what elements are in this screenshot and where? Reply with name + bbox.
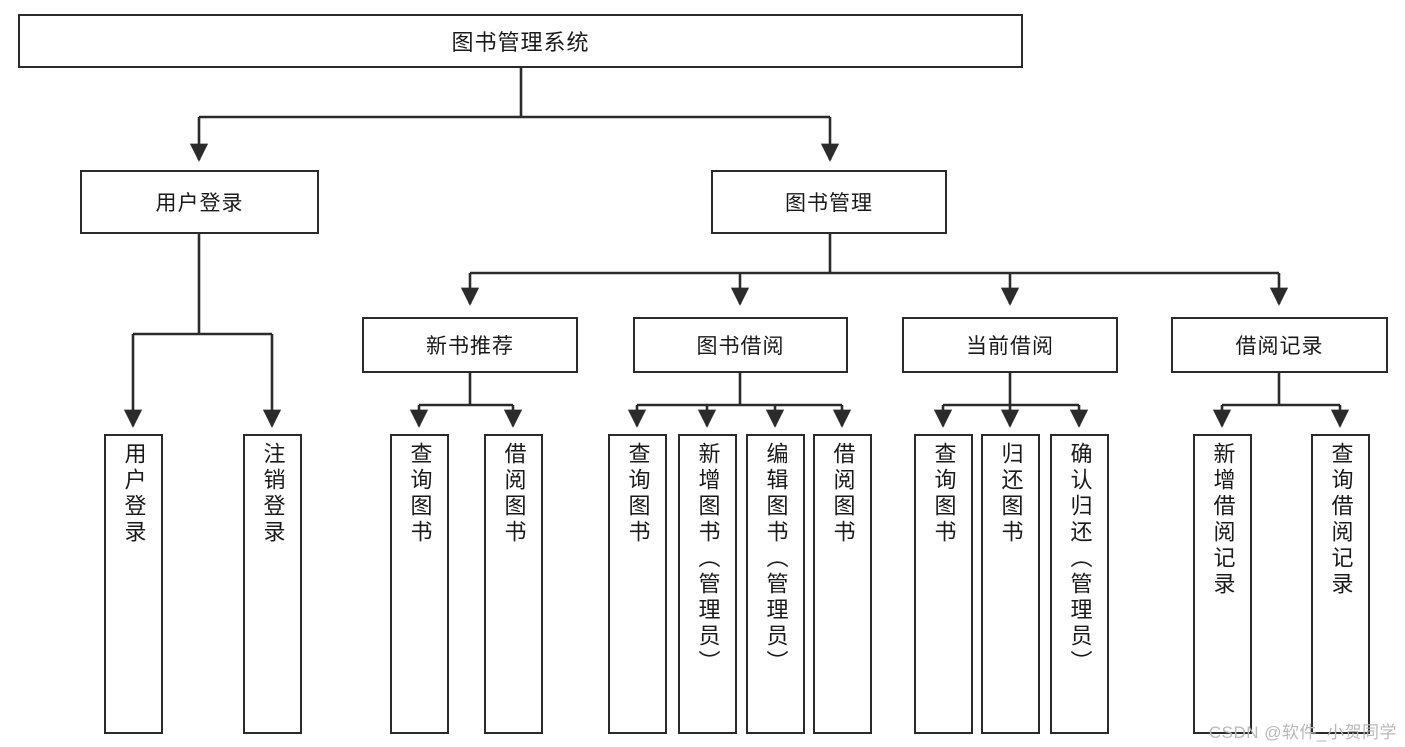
leaf-edit-book[interactable]: 编辑图书（管理员）	[746, 434, 805, 734]
node-new-book-recommend[interactable]: 新书推荐	[362, 317, 578, 373]
node-borrow-record[interactable]: 借阅记录	[1171, 317, 1388, 373]
leaf-query-book-borrow[interactable]: 查询图书	[608, 434, 667, 734]
node-label: 当前借阅	[966, 335, 1054, 358]
node-label: 新增借阅记录	[1210, 442, 1236, 598]
node-label: 查询借阅记录	[1328, 442, 1354, 598]
node-label: 图书借阅	[696, 335, 785, 358]
node-label: 查询图书	[407, 442, 433, 546]
node-book-management[interactable]: 图书管理	[711, 170, 947, 234]
leaf-query-borrow-record[interactable]: 查询借阅记录	[1311, 434, 1370, 734]
node-label: 用户登录	[155, 192, 244, 215]
node-label: 图书管理系统	[451, 30, 590, 55]
watermark-text: CSDN @软件_小贺同学	[1208, 723, 1397, 742]
leaf-add-borrow-record[interactable]: 新增借阅记录	[1193, 434, 1252, 734]
node-label: 查询图书	[625, 442, 651, 546]
node-label: 查询图书	[931, 442, 957, 546]
leaf-query-book-recommend[interactable]: 查询图书	[390, 434, 449, 734]
node-label: 用户登录	[121, 442, 147, 546]
leaf-user-login[interactable]: 用户登录	[104, 434, 163, 734]
leaf-query-book-current[interactable]: 查询图书	[914, 434, 973, 734]
node-label: 确认归还（管理员）	[1067, 442, 1093, 676]
node-book-borrow[interactable]: 图书借阅	[633, 317, 848, 373]
node-label: 借阅记录	[1235, 335, 1324, 358]
node-label: 编辑图书（管理员）	[763, 442, 789, 676]
leaf-add-book[interactable]: 新增图书（管理员）	[678, 434, 737, 734]
leaf-borrow-book[interactable]: 借阅图书	[813, 434, 872, 734]
node-label: 借阅图书	[830, 442, 856, 546]
node-label: 注销登录	[260, 442, 286, 546]
node-label: 借阅图书	[501, 442, 527, 546]
node-label: 新增图书（管理员）	[695, 442, 721, 676]
node-label: 新书推荐	[426, 335, 514, 358]
node-current-borrow[interactable]: 当前借阅	[902, 317, 1118, 373]
leaf-confirm-return[interactable]: 确认归还（管理员）	[1050, 434, 1109, 734]
node-root-system[interactable]: 图书管理系统	[18, 14, 1023, 68]
node-user-login[interactable]: 用户登录	[80, 170, 319, 234]
leaf-borrow-book-recommend[interactable]: 借阅图书	[484, 434, 543, 734]
node-label: 图书管理	[785, 192, 873, 215]
leaf-logout-login[interactable]: 注销登录	[243, 434, 302, 734]
node-label: 归还图书	[998, 442, 1024, 546]
leaf-return-book[interactable]: 归还图书	[981, 434, 1040, 734]
